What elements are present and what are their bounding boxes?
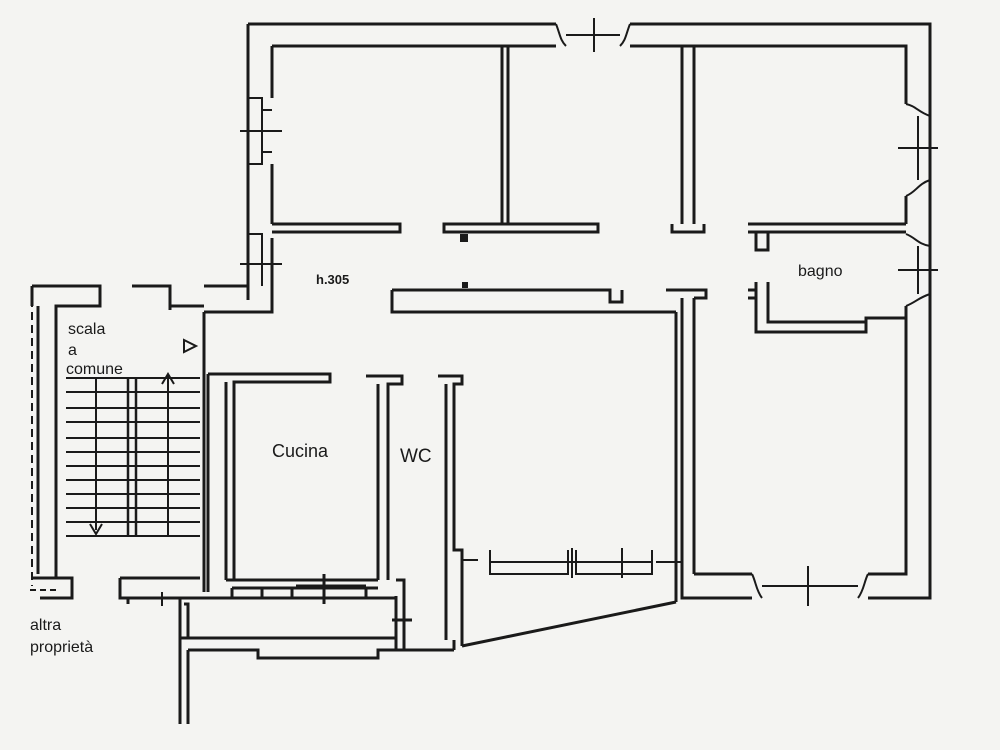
scala-label-line2: a — [68, 342, 77, 359]
wc-label: WC — [400, 446, 432, 467]
cucina-label: Cucina — [272, 441, 329, 461]
height-label: h.305 — [316, 272, 349, 287]
staircase — [30, 284, 204, 606]
bagno-label: bagno — [798, 263, 843, 280]
windows — [240, 18, 938, 606]
outer-walls — [204, 22, 932, 600]
interior-walls — [178, 46, 906, 724]
door-marks — [460, 234, 468, 288]
scala-label-line3: comune — [66, 361, 123, 378]
scala-label-line1: scala — [68, 321, 105, 338]
altra-label-line1: altra — [30, 617, 61, 634]
altra-label-line2: proprietà — [30, 639, 93, 656]
